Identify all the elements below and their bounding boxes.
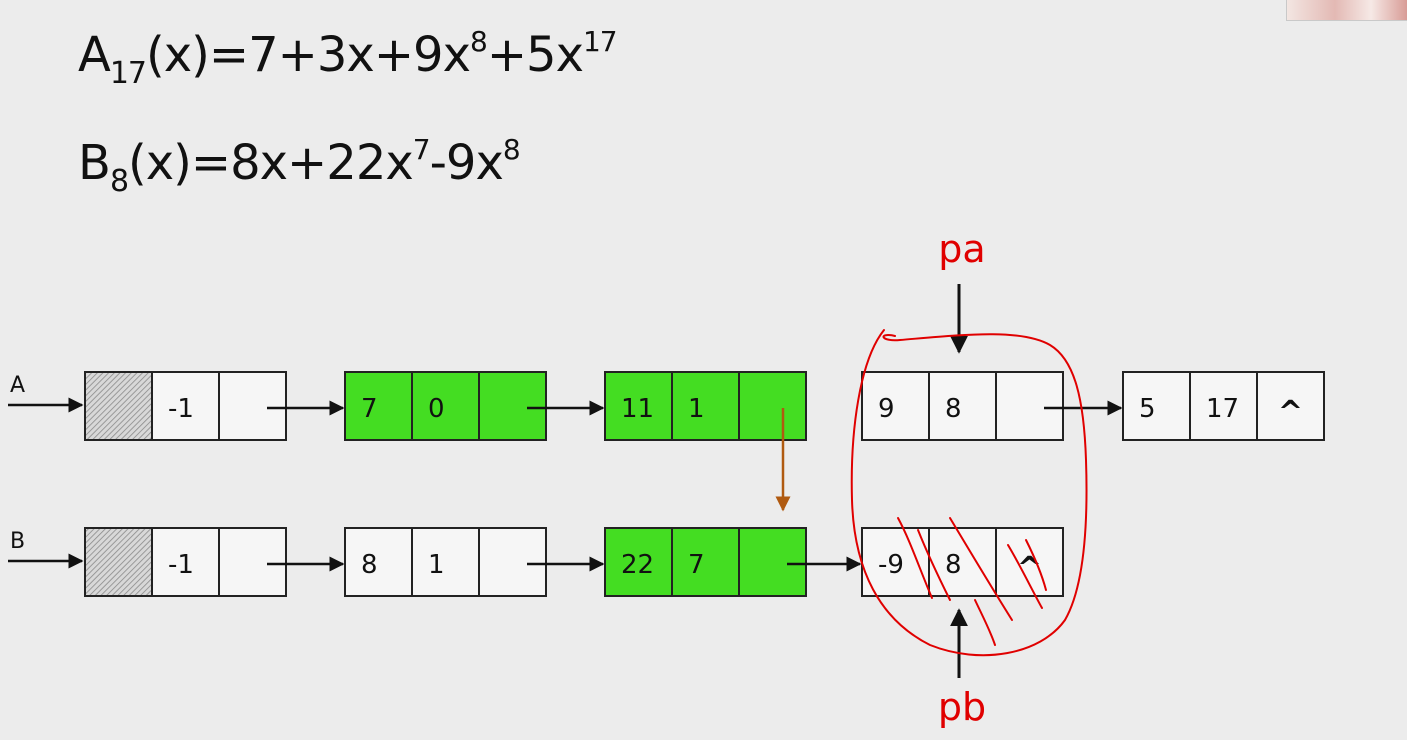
head-hatched-cell [84, 527, 153, 597]
next-cell [218, 371, 287, 441]
coef-value: 8 [361, 550, 378, 580]
coef-value: 9 [878, 394, 895, 424]
coef-cell [604, 371, 673, 441]
formula-a-body-2: +5x [486, 27, 584, 83]
exp-value: 0 [428, 394, 445, 424]
head-hatched-cell [84, 371, 153, 441]
coef-cell [604, 527, 673, 597]
exp-cell [671, 527, 740, 597]
exp-value: 1 [428, 550, 445, 580]
exp-value: 8 [945, 394, 962, 424]
annotation-stroke-2 [917, 529, 951, 601]
coef-cell [861, 371, 930, 441]
next-cell [478, 371, 547, 441]
list-a-label: A [10, 373, 25, 398]
formula-b-body: (x)=8x+22x [128, 135, 414, 191]
exp-value: 17 [1206, 394, 1239, 424]
formula-b-exponent-1: 7 [412, 133, 431, 166]
formula-b-exponent-2: 8 [502, 133, 521, 166]
next-cell [995, 371, 1064, 441]
formula-a-exponent-2: 17 [582, 25, 618, 58]
next-cell [1256, 371, 1325, 441]
exp-value: -1 [168, 394, 194, 424]
list-b-node: 22 7 [604, 527, 862, 597]
coef-cell [344, 527, 413, 597]
next-cell [478, 527, 547, 597]
annotation-stroke-4 [974, 599, 996, 646]
exp-cell [671, 371, 740, 441]
pb-label: pb [938, 685, 986, 729]
annotation-stroke-3 [949, 517, 1013, 621]
formula-a-subscript: 17 [109, 56, 147, 91]
exp-value: 8 [945, 550, 962, 580]
coef-value: 5 [1139, 394, 1156, 424]
coef-value: 11 [621, 394, 654, 424]
exp-value: 7 [688, 550, 705, 580]
formula-a-exponent-1: 8 [469, 25, 488, 58]
annotation-stroke-5 [1007, 544, 1043, 609]
coef-value: -9 [878, 550, 904, 580]
formula-a-name: A [78, 27, 111, 83]
list-a-node: 5 17 ^ [1122, 371, 1325, 441]
null-pointer: ^ [1278, 395, 1303, 430]
exp-value: 1 [688, 394, 705, 424]
list-a-head-node: -1 [84, 371, 345, 441]
exp-cell [928, 371, 997, 441]
coef-value: 7 [361, 394, 378, 424]
next-cell [218, 527, 287, 597]
list-b-label: B [10, 529, 25, 554]
annotation-stroke-1 [897, 517, 933, 599]
exp-cell [1189, 371, 1258, 441]
coef-value: 22 [621, 550, 654, 580]
formula-a-body: (x)=7+3x+9x [146, 27, 471, 83]
handwritten-annotations [850, 329, 1088, 657]
formula-b-name: B [78, 135, 111, 191]
coef-cell [344, 371, 413, 441]
coef-cell [1122, 371, 1191, 441]
next-cell [738, 527, 807, 597]
exp-cell [411, 527, 480, 597]
list-b-head-node: -1 [84, 527, 345, 597]
formula-b: B8(x)=8x+22x7-9x8 [78, 133, 521, 199]
webcam-thumbnail [1286, 0, 1407, 21]
next-cell [738, 371, 807, 441]
annotation-stroke-6 [1025, 539, 1047, 591]
formula-b-body-2: -9x [429, 135, 504, 191]
formula-a: A17(x)=7+3x+9x8+5x17 [78, 25, 618, 91]
annotation-circle [850, 329, 1088, 657]
next-cell [995, 527, 1064, 597]
pa-label: pa [938, 227, 985, 271]
exp-cell [151, 527, 220, 597]
exp-cell [151, 371, 220, 441]
exp-cell [411, 371, 480, 441]
formula-b-subscript: 8 [109, 164, 129, 199]
exp-value: -1 [168, 550, 194, 580]
